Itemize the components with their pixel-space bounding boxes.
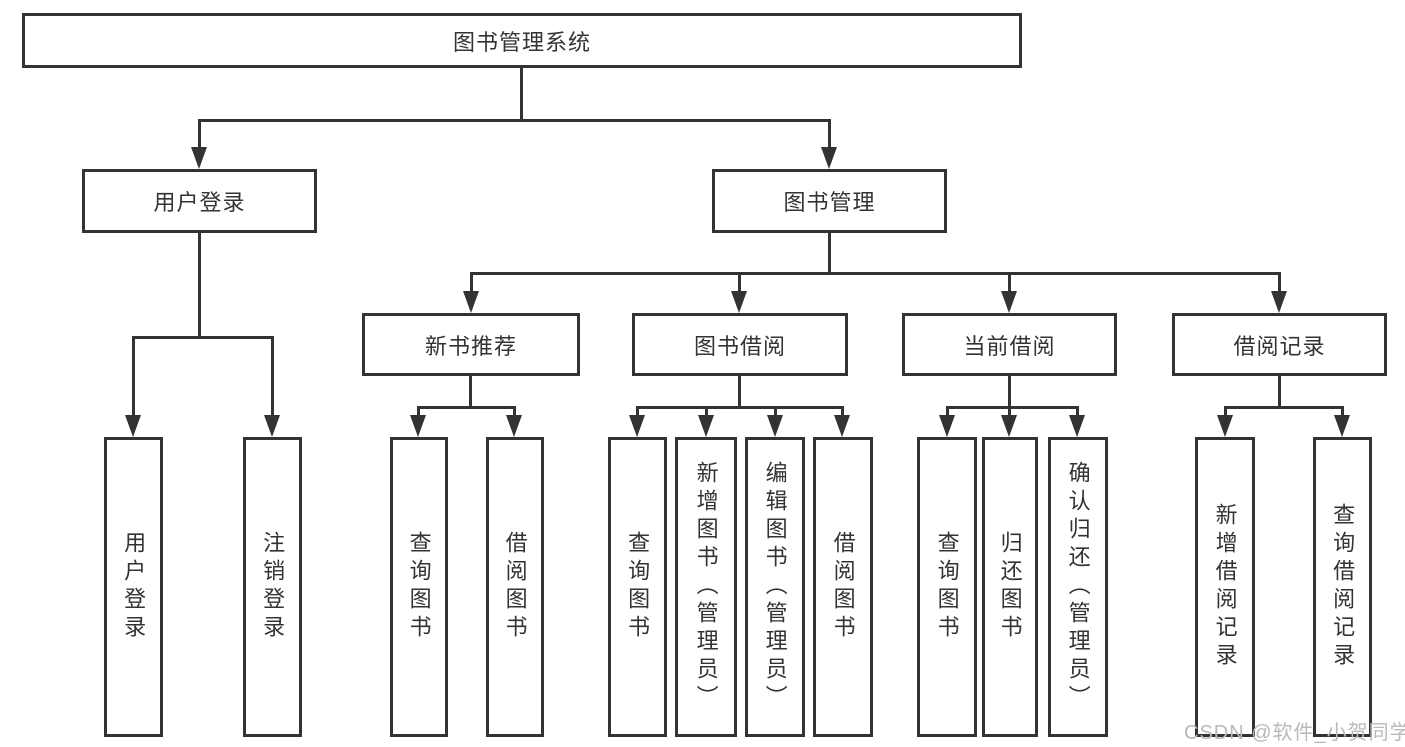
arrow-down-icon [125,415,141,437]
leaf-label: 新增图书（管理员） [693,461,719,713]
arrow-down-icon [1069,415,1085,437]
leaf-label: 借阅图书 [502,531,528,643]
arrow-down-icon [410,415,426,437]
leaf-label: 归还图书 [997,531,1023,643]
leaf-query-borrow-record: 查询借阅记录 [1313,437,1372,737]
node-new-book-recommend: 新书推荐 [362,313,580,376]
node-label: 新书推荐 [424,333,517,359]
node-label: 图书借阅 [693,333,786,359]
leaf-confirm-return-admin: 确认归还（管理员） [1048,437,1108,737]
arrow-down-icon [767,415,783,437]
node-current-borrowing: 当前借阅 [902,313,1117,376]
connector-line [470,272,473,299]
leaf-label: 借阅图书 [830,531,856,643]
arrow-down-icon [1271,291,1287,313]
leaf-add-book-admin: 新增图书（管理员） [675,437,737,737]
arrow-down-icon [731,291,747,313]
node-label: 当前借阅 [963,333,1056,359]
connector-line [132,336,274,339]
leaf-borrow-books-recommend: 借阅图书 [486,437,544,737]
connector-line [513,406,516,423]
node-borrowing-records: 借阅记录 [1172,313,1387,376]
leaf-label: 注销登录 [260,531,286,643]
arrow-down-icon [506,415,522,437]
leaf-label: 新增借阅记录 [1212,503,1238,671]
leaf-label: 查询图书 [934,531,960,643]
node-label: 用户登录 [153,190,246,215]
connector-line [828,119,831,155]
arrow-down-icon [1001,415,1017,437]
connector-line [1224,406,1227,423]
connector-line [1278,376,1281,409]
arrow-down-icon [191,147,207,169]
arrow-down-icon [834,415,850,437]
connector-line [1008,272,1011,299]
connector-line [1278,272,1281,299]
node-user-login: 用户登录 [82,169,317,233]
leaf-add-borrow-record: 新增借阅记录 [1195,437,1255,737]
leaf-label: 用户登录 [121,531,147,643]
connector-line [946,406,1079,409]
connector-line [271,336,274,423]
connector-line [1008,376,1011,409]
leaf-borrow-books-borrowing: 借阅图书 [813,437,873,737]
arrow-down-icon [1334,415,1350,437]
connector-line [636,406,844,409]
node-label: 图书管理 [783,190,876,215]
node-book-borrowing: 图书借阅 [632,313,848,376]
arrow-down-icon [264,415,280,437]
leaf-query-books-borrowing: 查询图书 [608,437,667,737]
connector-line [132,336,135,423]
node-label: 借阅记录 [1233,333,1326,359]
arrow-down-icon [1001,291,1017,313]
arrow-down-icon [821,147,837,169]
connector-line [520,68,523,122]
leaf-user-login: 用户登录 [104,437,163,737]
node-book-management: 图书管理 [712,169,947,233]
connector-line [841,406,844,423]
connector-line [1076,406,1079,423]
leaf-edit-book-admin: 编辑图书（管理员） [745,437,805,737]
leaf-label: 查询借阅记录 [1330,503,1356,671]
connector-line [946,406,949,423]
connector-line [705,406,708,423]
connector-line [198,119,201,155]
connector-line [198,119,831,122]
connector-line [1224,406,1344,409]
arrow-down-icon [629,415,645,437]
leaf-label: 编辑图书（管理员） [762,461,788,713]
connector-line [1008,406,1011,423]
arrow-down-icon [939,415,955,437]
leaf-label: 确认归还（管理员） [1065,461,1091,713]
csdn-watermark: CSDN @软件_小贺同学 [1184,722,1405,744]
leaf-query-books-recommend: 查询图书 [390,437,448,737]
connector-line [1341,406,1344,423]
connector-line [470,272,1281,275]
connector-line [828,233,831,275]
leaf-return-book: 归还图书 [982,437,1038,737]
connector-line [738,272,741,299]
arrow-down-icon [1217,415,1233,437]
connector-line [198,233,201,339]
connector-line [469,376,472,409]
leaf-logout: 注销登录 [243,437,302,737]
node-label: 图书管理系统 [452,29,591,55]
connector-line [417,406,516,409]
connector-line [417,406,420,423]
connector-line [636,406,639,423]
arrow-down-icon [463,291,479,313]
leaf-query-books-current: 查询图书 [917,437,977,737]
connector-line [774,406,777,423]
node-root-library-system: 图书管理系统 [22,13,1022,68]
arrow-down-icon [698,415,714,437]
leaf-label: 查询图书 [625,531,651,643]
connector-line [738,376,741,409]
leaf-label: 查询图书 [406,531,432,643]
